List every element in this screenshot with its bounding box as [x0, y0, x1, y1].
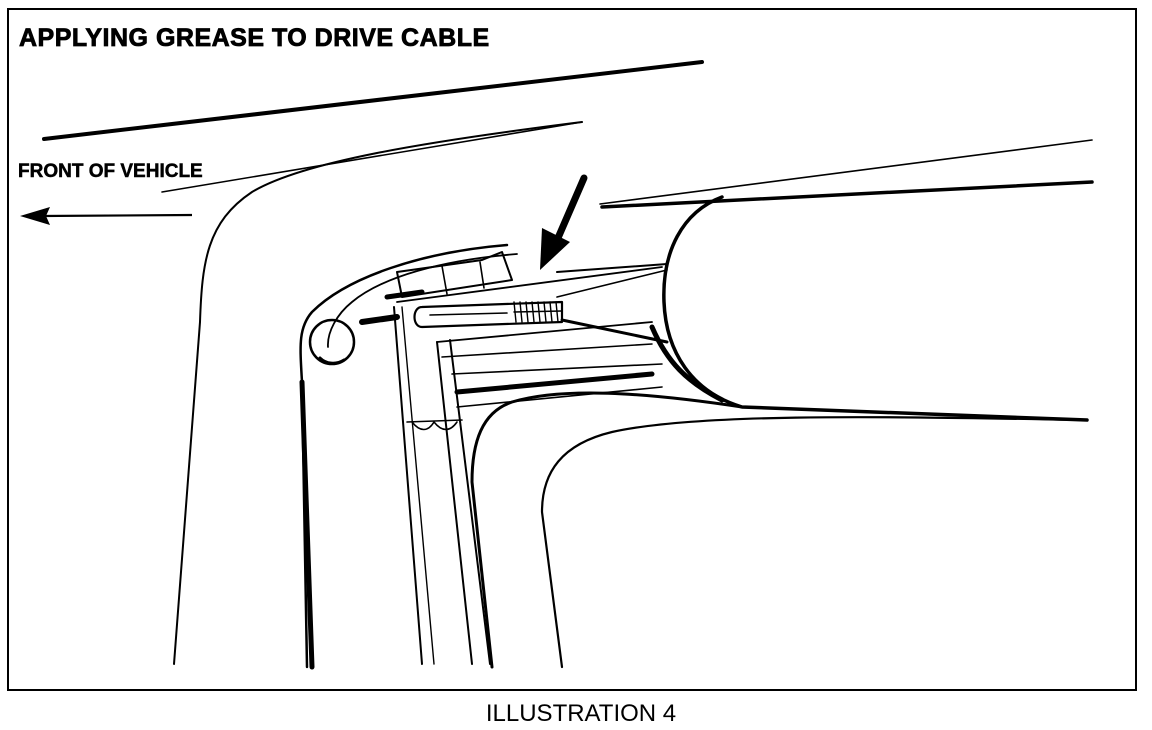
mechanism-block [396, 251, 513, 298]
track-step-4 [456, 386, 663, 408]
glass-panel-outer [470, 391, 744, 669]
cable-tube-top [556, 269, 668, 298]
track-rail-notch [411, 421, 458, 431]
track-step-dark [454, 371, 655, 395]
cable-housing [413, 300, 564, 329]
cable-tube-bottom [560, 318, 669, 344]
mechanism-dark [359, 314, 400, 325]
track-step-2 [441, 343, 653, 358]
housing-shade [649, 324, 725, 403]
mechanism-block-line-2 [479, 261, 485, 289]
opening-frame-outer [299, 243, 509, 669]
track-rail-6 [406, 419, 463, 423]
rail-line-top [599, 139, 1093, 205]
sunroof-drive-cable-drawing [20, 60, 1094, 670]
arrow-down-left-icon [540, 174, 588, 270]
rail-line-top-thick [600, 180, 1094, 209]
illustration-frame: APPLYING GREASE TO DRIVE CABLE FRONT OF … [7, 8, 1137, 691]
cable-slot [429, 312, 508, 316]
arrow-left-icon [20, 207, 193, 225]
guide-round-shade [318, 356, 346, 365]
opening-frame-lip [299, 379, 315, 670]
opening-frame-inner-edge [327, 253, 518, 348]
track-rail-2 [401, 306, 435, 665]
glass-panel-inner [540, 416, 1089, 669]
roof-edge-line [42, 60, 704, 141]
track-step-1 [436, 321, 653, 343]
track-rail-3 [396, 266, 663, 303]
track-rail-4 [436, 341, 473, 665]
grease-coil [513, 301, 563, 323]
figure-caption: ILLUSTRATION 4 [485, 700, 677, 727]
diagram-title: APPLYING GREASE TO DRIVE CABLE [19, 24, 490, 53]
track-rail-1 [393, 306, 423, 665]
rail-line-mid [556, 263, 668, 273]
housing-front-curve [662, 195, 1089, 422]
roof-outer-curve [173, 121, 583, 665]
mechanism-dark-2 [384, 289, 425, 300]
mechanism-block-line [441, 265, 448, 295]
roof-edge-line-inner [161, 121, 583, 193]
direction-label: FRONT OF VEHICLE [18, 161, 203, 183]
track-step-3 [451, 363, 663, 375]
